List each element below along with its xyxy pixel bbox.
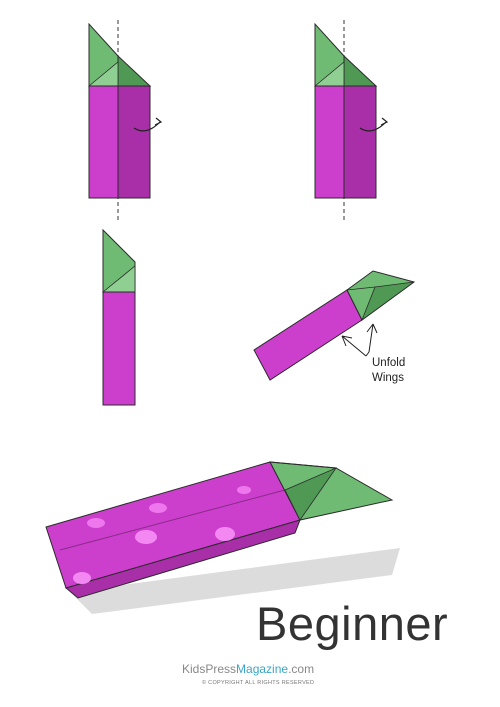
step-3-plane — [101, 228, 136, 406]
finished-plane — [45, 461, 400, 614]
copyright-notice: © COPYRIGHT ALL RIGHTS RESERVED — [202, 680, 315, 686]
brand-part-1: KidsPress — [182, 662, 237, 676]
brand-part-2: Magazine — [236, 662, 289, 676]
difficulty-label: Beginner — [256, 597, 449, 650]
brand-part-3: .com — [288, 662, 315, 676]
step-2-plane — [313, 20, 389, 222]
step-4-plane — [253, 270, 416, 381]
annotation-line-2: Wings — [372, 372, 404, 384]
brand-logo: KidsPressMagazine.com — [182, 662, 314, 676]
unfold-wings-annotation: Unfold Wings — [372, 356, 405, 386]
step-1-plane — [87, 20, 163, 222]
annotation-line-1: Unfold — [372, 357, 406, 369]
